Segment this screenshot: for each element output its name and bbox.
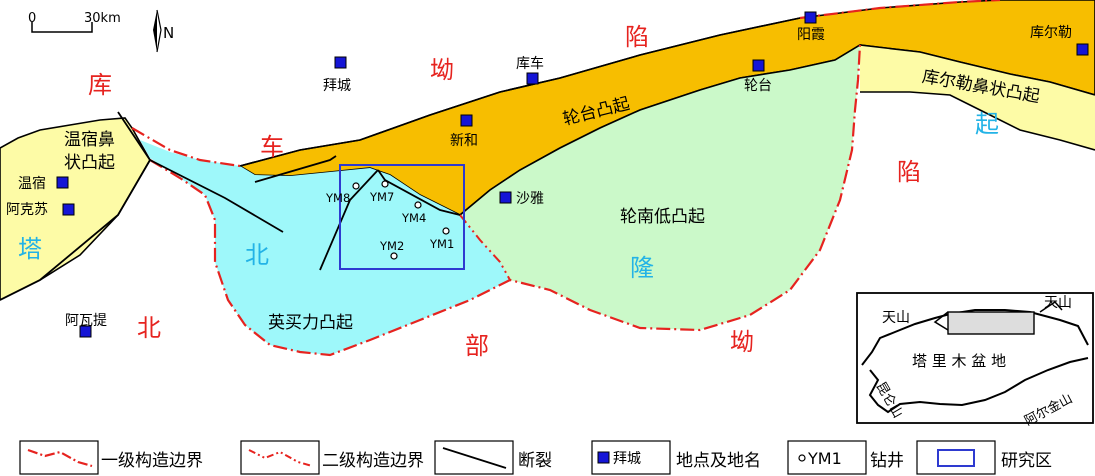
label-tabei-3: 隆 (630, 254, 654, 282)
well-label: YM4 (401, 211, 426, 225)
legend-first-order-label: 一级构造边界 (101, 451, 203, 471)
region-kuerle-uplift (860, 45, 1095, 150)
legend-place-sample: 拜城 (613, 451, 641, 467)
well-marker-icon (381, 180, 389, 188)
legend-study-area-label: 研究区 (1001, 451, 1052, 471)
scale-distance: 30km (84, 11, 121, 26)
unit-wensu-line1: 温宿鼻 (64, 130, 115, 150)
kuerle-luntai-boundary (859, 44, 1095, 96)
scale-zero: 0 (28, 11, 36, 26)
legend-second-order-swatch (248, 449, 313, 467)
inset-tianshan-left: 天山 (882, 310, 910, 326)
place-markers (56, 11, 1089, 338)
legend: 一级构造边界 二级构造边界 断裂 拜城 地点及地名 YM1 钻井 研究区 (19, 440, 1052, 475)
place-marker-icon (752, 59, 765, 72)
place-kuche: 库车 (516, 55, 544, 72)
well-marker-icon (390, 252, 398, 260)
fault-line (0, 111, 152, 301)
legend-well-label: 钻井 (870, 451, 904, 471)
label-tabei-2: 北 (245, 241, 269, 269)
legend-well-marker-icon (798, 454, 806, 462)
place-marker-icon (526, 72, 539, 85)
place-yangxia: 阳霞 (797, 27, 825, 43)
place-awati: 阿瓦提 (65, 313, 107, 329)
place-marker-icon (62, 203, 75, 216)
well-marker-icon (352, 182, 360, 190)
legend-fault-swatch (442, 447, 507, 469)
label-tabei-1: 塔 (18, 235, 42, 263)
north-arrow-icon: N (153, 9, 174, 53)
inset-map: 天山 天山 塔 里 木 盆 地 昆仑山 阿尔金山 (856, 292, 1094, 429)
place-kuerle: 库尔勒 (1030, 25, 1072, 41)
north-label: N (163, 24, 174, 42)
fault-line (149, 159, 284, 233)
unit-wensu-line2: 状凸起 (64, 153, 115, 173)
place-marker-icon (499, 191, 512, 204)
legend-well-sample: YM1 (807, 449, 842, 468)
place-xinhe: 新和 (450, 133, 478, 149)
label-kuche-1: 库 (88, 71, 112, 99)
well-label: YM7 (369, 190, 394, 204)
place-marker-icon (56, 176, 69, 189)
inset-basin-outline (868, 357, 1089, 414)
legend-place-label: 地点及地名 (676, 451, 761, 471)
place-marker-icon (804, 11, 817, 24)
well-label: YM8 (325, 191, 350, 205)
legend-fault-label: 断裂 (518, 451, 552, 471)
luntai-lunnan-boundary (459, 44, 861, 216)
label-tabei-4: 起 (975, 110, 999, 138)
legend-second-order-label: 二级构造边界 (322, 451, 424, 471)
unit-lunnan: 轮南低凸起 (620, 207, 705, 227)
well-label: YM2 (379, 239, 404, 253)
place-marker-icon (1076, 43, 1089, 56)
well-marker-icon (414, 201, 422, 209)
study-area-box (339, 164, 465, 270)
place-wensu: 温宿 (18, 175, 46, 192)
place-marker-icon (334, 56, 347, 69)
label-north-3: 坳 (730, 328, 754, 356)
unit-yingmaili: 英买力凸起 (268, 313, 353, 333)
luntai-boundary-north (239, 17, 801, 167)
label-kuche-2: 车 (260, 133, 284, 161)
inset-tianshan-right: 天山 (1044, 295, 1072, 311)
label-north-4: 陷 (897, 158, 921, 186)
label-kuche-4: 陷 (625, 23, 649, 51)
well-marker-icon (442, 227, 450, 235)
place-marker-icon (460, 114, 473, 127)
second-order-boundary (459, 214, 511, 281)
kuerle-boundary (860, 91, 1095, 151)
label-north-1: 北 (137, 314, 161, 342)
first-order-boundary (131, 0, 1001, 168)
place-akesu: 阿克苏 (6, 202, 48, 218)
fault-line (319, 169, 379, 271)
region-lunnan-uplift (460, 45, 860, 330)
fault-line (254, 155, 337, 183)
place-shaya: 沙雅 (516, 191, 544, 207)
label-kuche-3: 坳 (430, 56, 454, 84)
inset-basin-label: 塔 里 木 盆 地 (912, 352, 1006, 370)
scale-bar: 0 30km (28, 11, 121, 33)
fault-line (377, 169, 461, 216)
faults (0, 111, 461, 301)
legend-study-area-swatch (937, 449, 975, 467)
place-baicheng: 拜城 (323, 78, 351, 94)
wells (352, 180, 450, 260)
region-yingmaili-uplift (140, 140, 510, 355)
well-label: YM1 (429, 237, 454, 251)
place-luntai: 轮台 (744, 78, 772, 94)
legend-first-order-swatch (27, 448, 93, 468)
legend-place-marker-icon (597, 451, 610, 464)
place-marker-icon (79, 325, 92, 338)
inset-study-area (947, 311, 1035, 335)
label-north-2: 部 (465, 332, 489, 360)
